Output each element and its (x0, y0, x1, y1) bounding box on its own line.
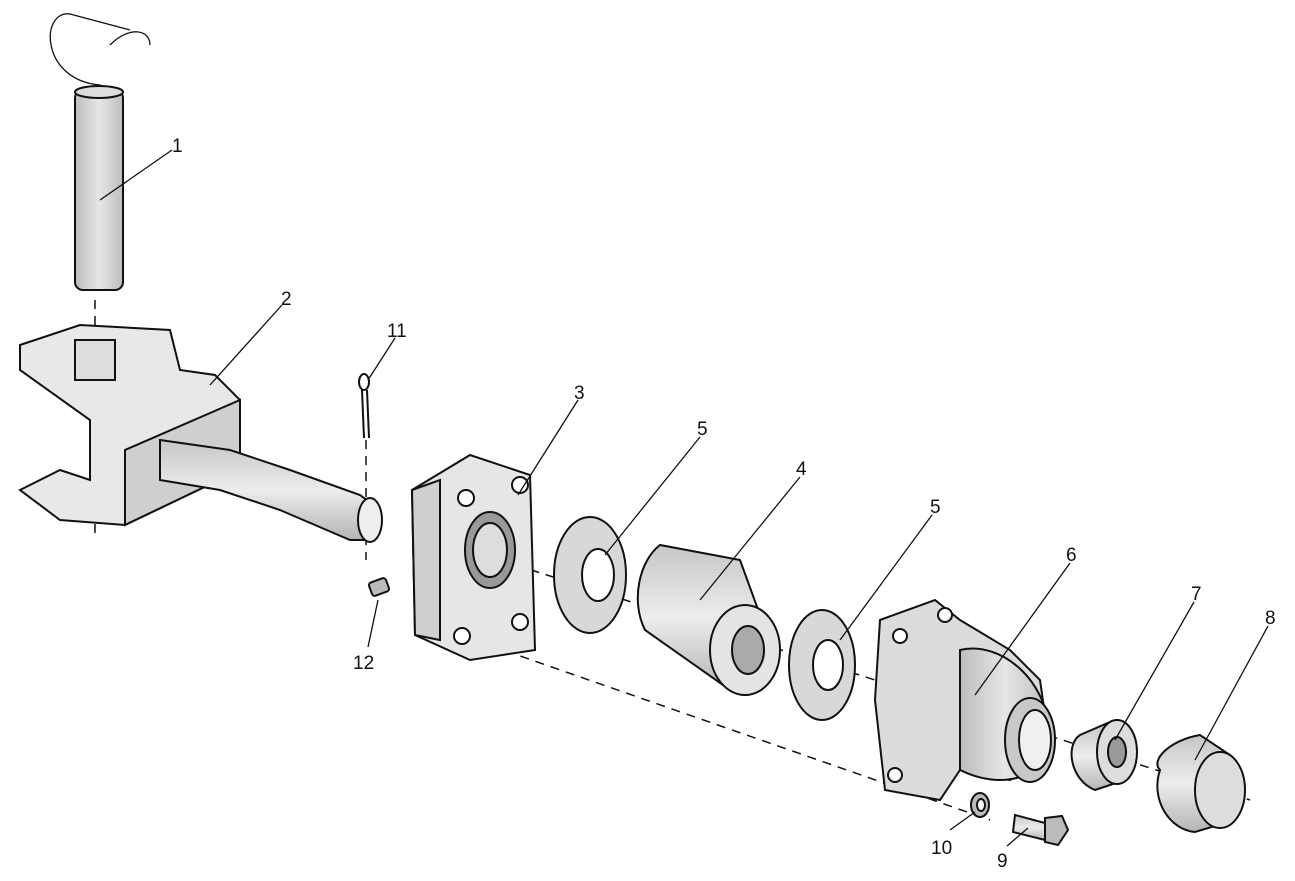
part-12-grease-nipple (367, 577, 391, 597)
part-4-bushing (636, 543, 781, 696)
part-5-washer-b (788, 609, 856, 721)
callout-5b: 5 (930, 497, 941, 518)
part-2-bracket (18, 323, 383, 543)
callout-1: 1 (172, 136, 183, 157)
callout-9: 9 (997, 851, 1008, 872)
part-10-small-washer (970, 792, 990, 818)
callout-2: 2 (281, 289, 292, 310)
part-5-washer-a (553, 516, 627, 634)
callout-7: 7 (1191, 584, 1202, 605)
part-1-pin (49, 13, 151, 291)
callout-5a: 5 (697, 419, 708, 440)
callout-6: 6 (1066, 545, 1077, 566)
part-8-dust-cap (1156, 733, 1246, 834)
callout-4: 4 (796, 459, 807, 480)
part-9-bolt (1011, 813, 1070, 847)
callout-11: 11 (387, 321, 407, 342)
part-7-castle-nut (1070, 719, 1138, 792)
callout-12: 12 (353, 653, 374, 674)
callout-10: 10 (931, 838, 952, 859)
callout-3: 3 (574, 383, 585, 404)
part-11-cotter-pin (358, 373, 370, 439)
leader-lines (99, 149, 1269, 847)
callout-8: 8 (1265, 608, 1276, 629)
part-6-housing (873, 598, 1056, 802)
part-3-flange (410, 453, 537, 662)
callout-labels: 1 2 11 3 5 4 5 6 7 8 12 10 9 (172, 136, 1276, 872)
